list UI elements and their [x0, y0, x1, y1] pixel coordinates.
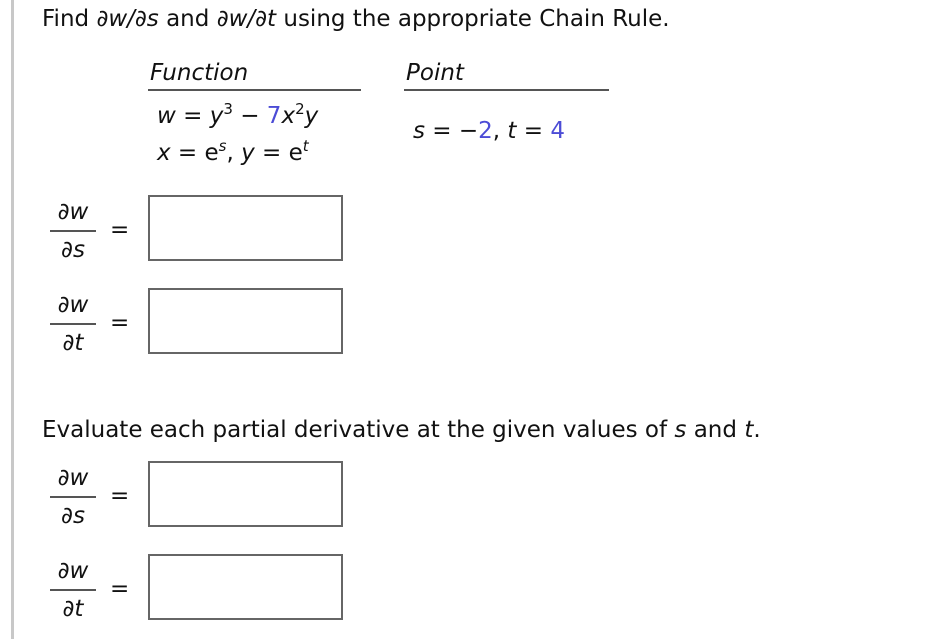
dw-dt-answer-input[interactable]: [148, 288, 343, 354]
equals-sign: =: [110, 310, 130, 336]
var-t: t: [507, 118, 517, 144]
dw-dt-fraction: ∂w ∂t: [48, 556, 98, 624]
denominator: ∂s: [61, 237, 85, 263]
exponent-s: s: [218, 137, 227, 155]
fraction-bar: [50, 323, 96, 325]
var-x: x: [281, 103, 296, 129]
exponent-t: t: [302, 137, 309, 155]
var-y: y: [304, 103, 319, 129]
equals-sign: =: [110, 217, 130, 243]
numerator: ∂w: [57, 558, 89, 584]
title-dw-dt: ∂w/∂t: [216, 6, 277, 32]
var-y: y: [209, 103, 224, 129]
left-border-rule: [11, 0, 14, 639]
evaluate-instruction: Evaluate each partial derivative at the …: [42, 417, 761, 443]
dw-dt-fraction: ∂w ∂t: [48, 290, 98, 358]
dw-ds-fraction: ∂w ∂s: [48, 463, 98, 531]
equals-minus: = −: [424, 118, 479, 144]
s-value: 2: [478, 118, 493, 144]
var-w: w: [157, 103, 176, 129]
equals-e: = e: [254, 140, 303, 166]
dw-ds-evaluated-input[interactable]: [148, 461, 343, 527]
denominator: ∂t: [62, 596, 84, 622]
equals: =: [516, 118, 551, 144]
var-t: t: [744, 417, 754, 443]
equals-sign: =: [110, 576, 130, 602]
fraction-bar: [50, 589, 96, 591]
numerator: ∂w: [57, 465, 89, 491]
title-text: and: [158, 6, 217, 32]
title-text: using the appropriate Chain Rule.: [276, 6, 670, 32]
var-y: y: [241, 140, 255, 166]
dw-ds-fraction: ∂w ∂s: [48, 197, 98, 265]
instruction-text: Evaluate each partial derivative at the …: [42, 417, 675, 443]
var-x: x: [157, 140, 171, 166]
problem-title: Find ∂w/∂s and ∂w/∂t using the appropria…: [42, 6, 670, 32]
instruction-text: and: [686, 417, 745, 443]
point-values: s = −2, t = 4: [413, 118, 565, 144]
comma: ,: [492, 118, 508, 144]
function-w-definition: w = y3 − 7x2y: [157, 100, 319, 129]
point-column-header: Point: [404, 60, 609, 91]
title-text: Find: [42, 6, 97, 32]
minus: −: [232, 103, 267, 129]
dw-ds-answer-input[interactable]: [148, 195, 343, 261]
denominator: ∂s: [61, 503, 85, 529]
title-dw-ds: ∂w/∂s: [96, 6, 159, 32]
numerator: ∂w: [57, 292, 89, 318]
instruction-text: .: [753, 417, 761, 443]
function-xy-definition: x = es, y = et: [157, 137, 309, 166]
function-column-header: Function: [148, 60, 361, 91]
var-s: s: [674, 417, 687, 443]
t-value: 4: [550, 118, 565, 144]
denominator: ∂t: [62, 330, 84, 356]
dw-dt-evaluated-input[interactable]: [148, 554, 343, 620]
var-s: s: [413, 118, 425, 144]
equals-e: = e: [170, 140, 219, 166]
exponent: 3: [223, 100, 233, 118]
equals-sign: =: [110, 483, 130, 509]
numerator: ∂w: [57, 199, 89, 225]
equals: =: [175, 103, 210, 129]
exponent: 2: [295, 100, 305, 118]
coefficient: 7: [266, 103, 282, 129]
comma: ,: [226, 140, 242, 166]
fraction-bar: [50, 230, 96, 232]
fraction-bar: [50, 496, 96, 498]
